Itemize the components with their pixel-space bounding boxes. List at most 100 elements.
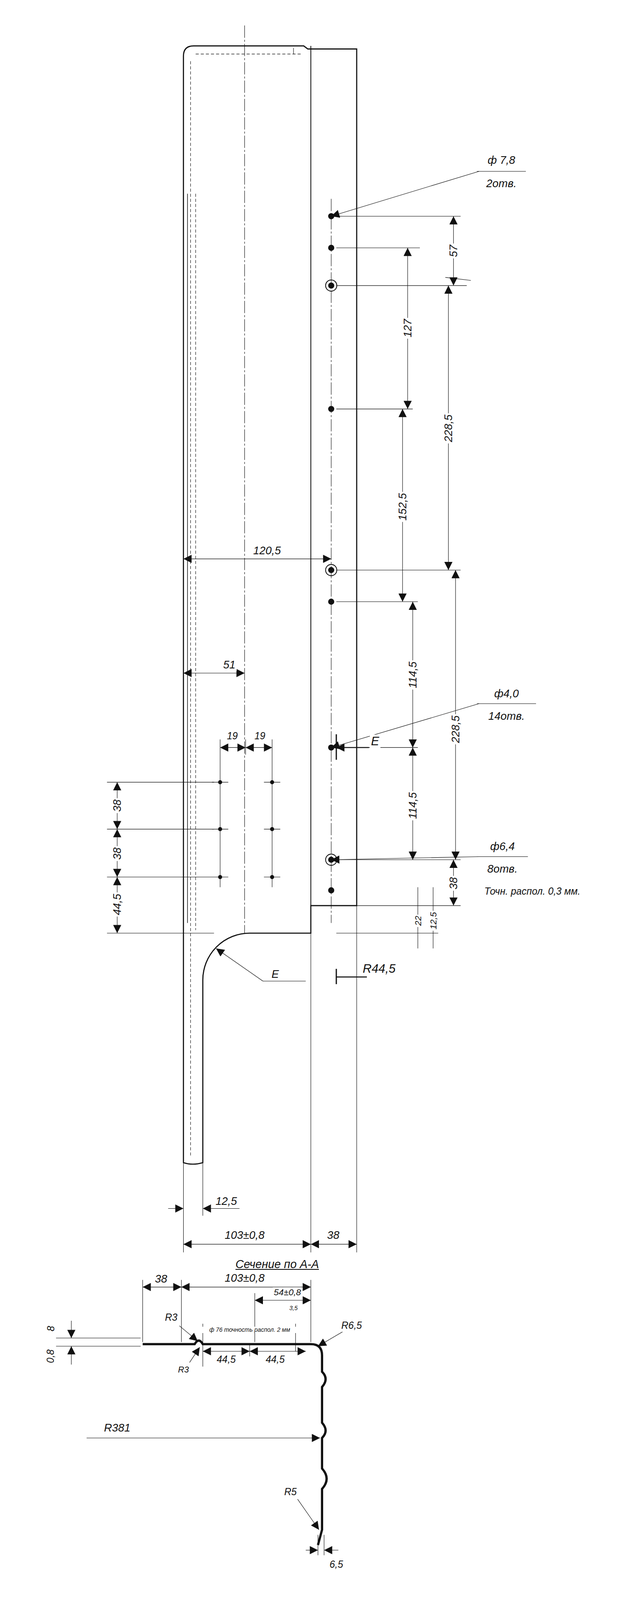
dimension-line	[254, 1299, 311, 1300]
section-arrow	[336, 746, 369, 748]
extension-line	[55, 1336, 141, 1338]
dimension-label: 228,5	[442, 413, 455, 444]
extension-line	[181, 1279, 182, 1342]
leader-line	[477, 170, 526, 172]
note-text: Точн. распол. 0,3 мм.	[483, 885, 582, 897]
hole-countersink	[325, 279, 337, 291]
leader-line	[297, 1497, 319, 1529]
dimension-line	[310, 1243, 357, 1244]
dimension-label: 103±0,8	[223, 1271, 266, 1284]
hidden-line	[195, 193, 196, 930]
leader-line	[331, 856, 479, 860]
extension-line	[106, 876, 214, 877]
extension-line	[271, 738, 273, 887]
hem-line	[187, 193, 188, 923]
extension-line	[106, 781, 214, 783]
dimension-label: 44,5	[215, 1353, 238, 1364]
radius-label: R3	[176, 1363, 191, 1374]
hole	[328, 566, 335, 573]
radius-label: R5	[282, 1485, 298, 1497]
hole	[328, 282, 335, 289]
leader-line	[477, 855, 529, 857]
section-letter: E	[369, 734, 381, 748]
dimension-label: 19	[225, 730, 240, 741]
extension-line	[55, 1344, 141, 1346]
dimension-label: 19	[253, 730, 267, 741]
dimension-label: 114,5	[406, 790, 420, 820]
radius-label: R3	[163, 1311, 179, 1322]
part-outline	[183, 45, 358, 1164]
hole	[328, 244, 335, 251]
dimension-label: 38	[153, 1271, 169, 1285]
extension-line	[106, 932, 214, 933]
dimension-line	[167, 1207, 184, 1208]
extension-line	[336, 408, 413, 409]
extension-line	[336, 932, 439, 933]
dimension-label: 38	[447, 875, 460, 891]
dimension-label: 152,5	[396, 491, 409, 522]
hole-callout: ф 7,8	[486, 153, 517, 167]
extension-line	[336, 858, 461, 860]
extension-line	[445, 277, 471, 281]
extension-line	[106, 828, 214, 829]
extension-line	[249, 1343, 250, 1356]
leader-line	[318, 1330, 343, 1346]
radius-label: E	[270, 967, 280, 980]
extension-line	[310, 932, 311, 1252]
leader-line	[179, 1324, 198, 1341]
dimension-line	[220, 746, 246, 748]
dimension-label: 114,5	[406, 659, 420, 690]
section-mark	[336, 975, 367, 977]
extension-line	[317, 1533, 319, 1555]
section-profile	[142, 1339, 327, 1545]
extension-line	[202, 1161, 204, 1215]
hidden-line	[195, 53, 301, 55]
dimension-label: 12,5	[214, 1194, 239, 1207]
dimension-line	[142, 1285, 182, 1287]
extension-line	[245, 738, 246, 755]
extension-line	[356, 905, 358, 1252]
radius-label: R381	[102, 1420, 132, 1434]
extension-line	[310, 1279, 311, 1342]
hole-callout: ф6,4	[488, 839, 517, 853]
dimension-label: 12,5	[428, 910, 439, 931]
dimension-line	[86, 1436, 320, 1438]
dimension-line	[183, 672, 245, 673]
dimension-label: 44,5	[264, 1353, 286, 1364]
extension-line	[142, 1279, 143, 1342]
dimension-label: 228,5	[449, 713, 462, 744]
part-drawing	[55, 25, 537, 1554]
extension-line	[336, 600, 418, 602]
dimension-label: 3,5	[287, 1304, 299, 1311]
dimension-line	[202, 1207, 240, 1208]
dimension-line	[183, 1243, 311, 1244]
dimension-label: 8	[45, 1324, 57, 1333]
dimension-label: 38	[111, 845, 124, 861]
dimension-label: 57	[447, 243, 460, 259]
dimension-label: 120,5	[251, 544, 283, 557]
dimension-label: 54±0,8	[272, 1286, 303, 1297]
extension-line	[336, 569, 461, 570]
dimension-line	[245, 746, 272, 748]
dimension-line	[202, 1349, 250, 1351]
hidden-line	[190, 61, 191, 1157]
note-text: ф 76 точность распол. 2 мм	[200, 1325, 300, 1333]
extension-line	[336, 284, 467, 286]
extension-line	[220, 738, 221, 887]
dimension-line	[249, 1349, 306, 1351]
extension-line	[336, 247, 420, 248]
leader-line	[477, 703, 537, 704]
center-line	[330, 198, 332, 923]
extension-line	[336, 215, 461, 217]
section-title: Сечение по А-А	[234, 1257, 321, 1271]
hole-count: 8отв.	[486, 862, 519, 875]
dimension-label: 0,8	[45, 1347, 57, 1364]
dimension-line	[71, 1345, 72, 1364]
leader-line	[331, 171, 479, 217]
section-letter: R44,5	[361, 961, 397, 976]
hole-countersink	[325, 564, 337, 576]
hole-count: 2отв.	[485, 177, 518, 190]
leader-line	[189, 1346, 200, 1362]
dimension-label: 103±0,8	[223, 1228, 266, 1241]
